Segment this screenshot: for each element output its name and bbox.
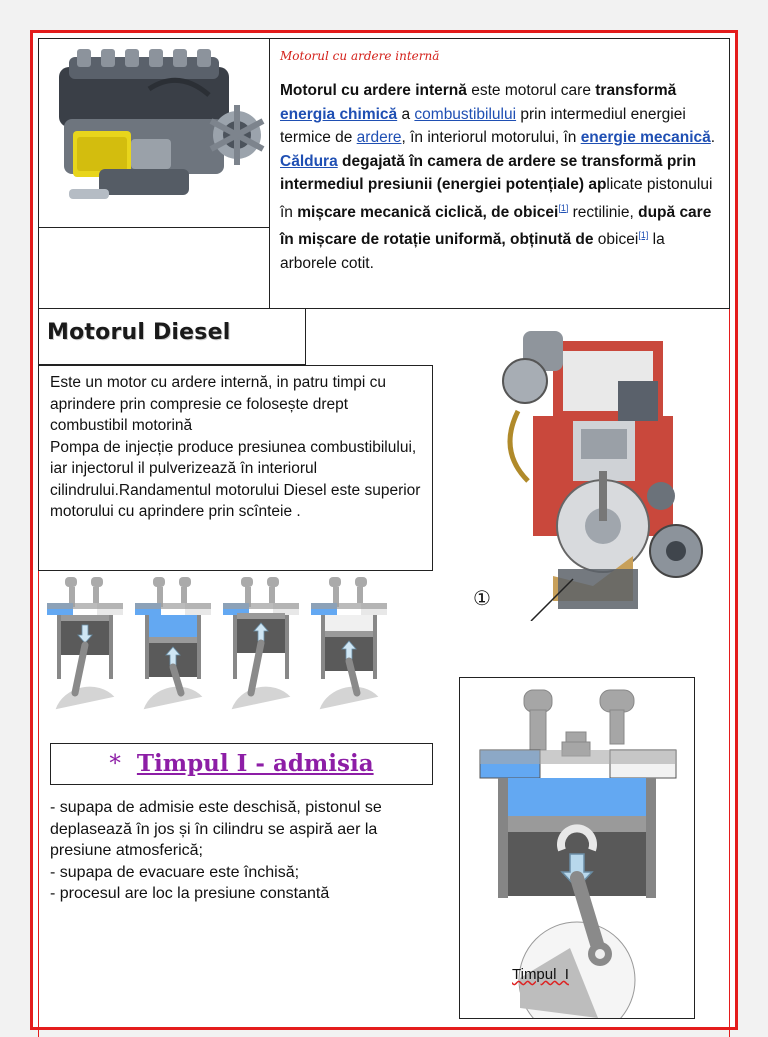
intro-text: . (710, 129, 716, 146)
stroke-intake-diagram (47, 577, 123, 710)
intro-text-cell: Motorul cu ardere internă Motorul cu ard… (269, 38, 730, 309)
diesel-heading-box: Motorul Diesel (38, 309, 306, 365)
intro-bold-text: mișcare mecanică ciclică, de obicei (297, 203, 559, 221)
timp-list-item: - supapa de admisie este deschisă, pisto… (50, 799, 382, 859)
citation-link[interactable]: [1] (558, 202, 569, 213)
timp-description: - supapa de admisie este deschisă, pisto… (50, 797, 430, 905)
intro-text: , în interiorul motorului, în (401, 129, 581, 146)
timp-figure-caption: Timpul I (512, 966, 569, 983)
timp-list-item: - procesul are loc la presiune constantă (50, 885, 330, 902)
diesel-heading: Motorul Diesel (47, 320, 231, 345)
diesel-engine-cutaway (502, 331, 703, 621)
timp-list-item: - supapa de evacuare este închisă; (50, 863, 300, 881)
intro-link[interactable]: energie mecanică (580, 129, 711, 146)
intro-text: obicei (593, 231, 639, 249)
intro-text: la arborele cotit. (280, 231, 665, 272)
diesel-paragraph-line: Pompa de injecție produce presiunea comb… (50, 438, 421, 521)
intro-link[interactable]: combustibilului (414, 105, 517, 123)
diesel-text-box: Este un motor cu ardere internă, in patr… (38, 365, 433, 571)
diagram-label-1: ① (473, 586, 491, 610)
intro-text: prin intermediul energiei termice de (280, 105, 686, 147)
engine-image (39, 39, 271, 229)
timp-figure (472, 688, 682, 1037)
document-page: Motorul cu ardere internă Motorul cu ard… (30, 30, 738, 1037)
stroke-power-diagram (223, 577, 299, 710)
timp-star: * (109, 751, 121, 777)
intro-small-title: Motorul cu ardere internă (280, 49, 440, 63)
intro-bold-text: după care în mișcare de rotație uniformă… (280, 203, 712, 249)
four-strokes-strip (47, 577, 387, 710)
diesel-paragraph-line: Este un motor cu ardere internă, in patr… (50, 374, 386, 434)
citation-link[interactable]: [1] (638, 230, 649, 241)
intro-text: a (397, 105, 415, 123)
intro-empty-cell (38, 227, 270, 309)
intro-bold-text: Motorul cu ardere internă (280, 82, 467, 99)
timp-figure-box: Timpul I (459, 677, 695, 1037)
intro-bold-text: degajată în camera de ardere se transfor… (280, 152, 697, 194)
intro-link[interactable]: Căldura (280, 152, 338, 170)
intro-text: rectilinie, (568, 203, 639, 221)
intro-paragraph: Motorul cu ardere internă este motorul c… (280, 79, 719, 275)
intro-link[interactable]: energia chimică (280, 105, 398, 123)
diesel-paragraph: Este un motor cu ardere internă, in patr… (50, 372, 424, 523)
intro-link[interactable]: ardere (356, 129, 402, 146)
stroke-exhaust-diagram (311, 577, 387, 710)
timp-title-box: * Timpul I - admisia (50, 743, 433, 785)
stroke-compression-diagram (135, 577, 211, 710)
intro-text: este motorul care (466, 82, 596, 99)
intro-bold-text: transformă (595, 82, 677, 99)
timp-title: Timpul I - admisia (136, 750, 374, 777)
intro-text: licate pistonului în (280, 176, 713, 221)
intro-image-cell (38, 38, 271, 229)
